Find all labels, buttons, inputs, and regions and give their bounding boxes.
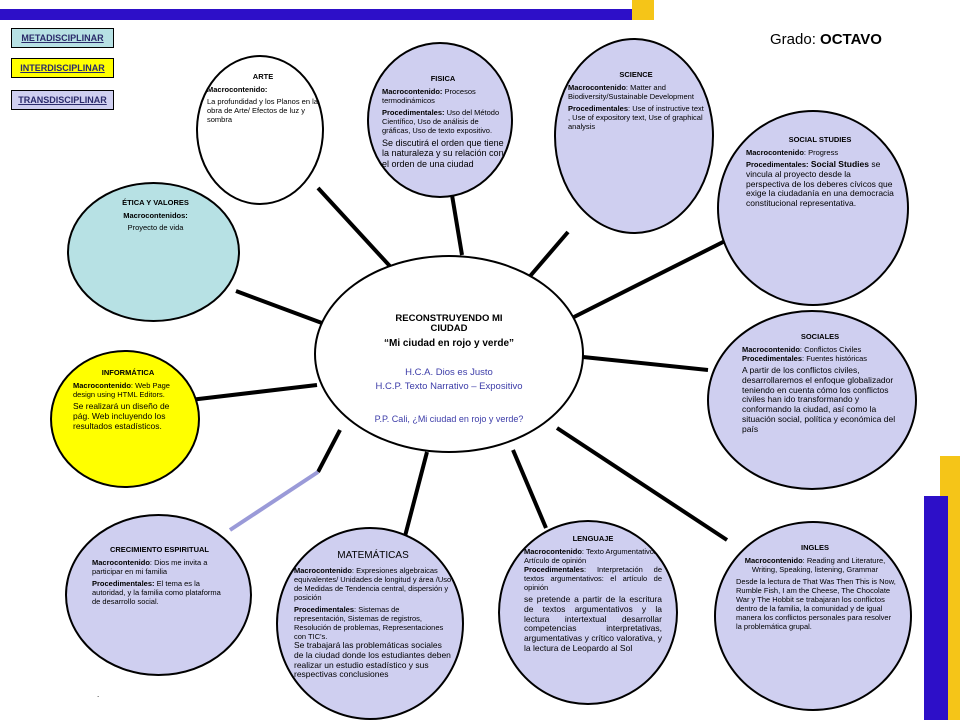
legend-transdisciplinar: TRANSDISCIPLINAR <box>11 90 114 110</box>
matematicas-macro: Macrocontenido: Expresiones algebraicas … <box>294 566 452 602</box>
footer-dot: . <box>97 690 100 699</box>
crecimiento-macro: Macrocontenido: Dios me invita a partici… <box>92 558 208 576</box>
right-blue-bar <box>924 496 948 720</box>
grade-label: Grado: OCTAVO <box>770 31 882 48</box>
social-studies-title: SOCIAL STUDIES <box>788 135 852 144</box>
lenguaje-macro: Macrocontenido: Texto Argumentativo/ Art… <box>524 547 656 565</box>
grade-label-text: Grado: <box>770 31 816 48</box>
science-title: SCIENCE <box>619 70 653 79</box>
node-ingles: INGLES Macrocontenido: Reading and Liter… <box>714 521 912 711</box>
center-hcp: H.C.P. Texto Narrativo – Expositivo <box>375 380 523 392</box>
link-fisica <box>450 194 464 256</box>
link-crecimiento-2 <box>228 470 320 532</box>
sociales-title: SOCIALES <box>800 332 840 341</box>
matematicas-title: MATEMÁTICAS <box>337 550 409 561</box>
ingles-macro: Macrocontenido: Reading and Literature, … <box>744 556 886 574</box>
social-studies-proc: Procedimentales: Social Studies se vincu… <box>746 159 894 209</box>
center-title-line1: RECONSTRUYENDO MI <box>395 313 503 324</box>
arte-title: ARTE <box>252 72 274 81</box>
node-sociales: SOCIALES Macrocontenido: Conflictos Civi… <box>707 310 917 490</box>
center-node: RECONSTRUYENDO MI CIUDAD “Mi ciudad en r… <box>314 255 584 453</box>
matematicas-proc: Procedimentales: Sistemas de representac… <box>294 605 444 641</box>
informatica-title: INFORMÁTICA <box>101 368 155 377</box>
fisica-title: FISICA <box>430 74 456 83</box>
link-etica <box>235 289 331 328</box>
node-informatica: INFORMÁTICA Macrocontenido: Web Page des… <box>50 350 200 488</box>
link-crecimiento-1 <box>316 429 342 473</box>
legend-interdisciplinar: INTERDISCIPLINAR <box>11 58 114 78</box>
lenguaje-proc: Procedimentales: Interpretación de texto… <box>524 565 662 592</box>
link-science <box>523 230 570 284</box>
top-gold-strip <box>0 0 632 9</box>
social-studies-macro: Macrocontenido: Progress <box>746 148 839 157</box>
node-social-studies: SOCIAL STUDIES Macrocontenido: Progress … <box>717 110 909 306</box>
top-blue-bar <box>0 9 632 20</box>
link-sociales <box>582 355 709 372</box>
crecimiento-proc: Procedimentales: El tema es la autoridad… <box>92 579 221 606</box>
sociales-proc: Procedimentales: Fuentes históricas <box>742 354 868 363</box>
ingles-title: INGLES <box>801 543 829 552</box>
etica-title: ÉTICA Y VALORES <box>122 198 189 207</box>
crecimiento-title: CRECIMIENTO ESPIRITUAL <box>109 545 210 554</box>
node-crecimiento: CRECIMIENTO ESPIRITUAL Macrocontenido: D… <box>65 514 252 676</box>
informatica-extra: Se realizará un diseño de pág. Web inclu… <box>73 401 170 431</box>
science-proc: Procedimentales: Use of instructive text… <box>568 104 704 131</box>
fisica-proc: Procedimentales: Uso del Método Científi… <box>382 108 500 135</box>
sociales-macro: Macrocontenido: Conflictos Civiles <box>742 345 862 354</box>
center-title-line2: CIUDAD <box>430 323 468 335</box>
node-science: SCIENCE Macrocontenido: Matter and Biodi… <box>554 38 714 234</box>
center-hca: H.C.A. Dios es Justo <box>405 366 493 378</box>
arte-macro-label: Macrocontenido: <box>207 85 268 94</box>
node-fisica: FISICA Macrocontenido: Procesos termodin… <box>367 42 513 198</box>
link-informatica <box>189 383 318 402</box>
fisica-dot: . <box>382 172 385 182</box>
ingles-proc: Desde la lectura de That Was Then This i… <box>736 577 896 631</box>
center-pp: P.P. Cali, ¿Mi ciudad en rojo y verde? <box>374 413 524 424</box>
legend-metadisciplinar: METADISCIPLINAR <box>11 28 114 48</box>
sociales-extra: A partir de los conflictos civiles, desa… <box>742 365 896 434</box>
link-social-studies <box>571 238 728 320</box>
science-macro: Macrocontenido: Matter and Biodiversity/… <box>568 83 694 101</box>
matematicas-extra: Se trabajará las problemáticas sociales … <box>294 640 451 680</box>
link-matematicas <box>402 451 429 541</box>
node-lenguaje: LENGUAJE Macrocontenido: Texto Argumenta… <box>498 520 678 705</box>
link-ingles <box>555 426 729 542</box>
center-subtitle: “Mi ciudad en rojo y verde” <box>383 337 515 349</box>
fisica-macro: Macrocontenido: Procesos termodinámicos <box>382 87 476 105</box>
informatica-macro: Macrocontenido: Web Page design using HT… <box>73 381 170 399</box>
grade-value: OCTAVO <box>820 31 882 48</box>
lenguaje-extra: se pretende a partir de la escritura de … <box>524 594 662 653</box>
link-lenguaje <box>511 449 548 529</box>
etica-macro-label: Macrocontenidos: <box>123 211 188 220</box>
etica-macro: Proyecto de vida <box>127 223 184 232</box>
node-etica: ÉTICA Y VALORES Macrocontenidos: Proyect… <box>67 182 240 322</box>
fisica-extra: Se discutirá el orden que tiene la natur… <box>382 138 504 169</box>
top-gold-bar <box>632 0 654 20</box>
node-arte: ARTE Macrocontenido: La profundidad y lo… <box>196 55 324 205</box>
node-matematicas: MATEMÁTICAS Macrocontenido: Expresiones … <box>276 527 464 720</box>
arte-macro: La profundidad y los Planos en la obra d… <box>207 97 318 124</box>
lenguaje-title: LENGUAJE <box>572 534 614 543</box>
center-title: RECONSTRUYENDO MI CIUDAD <box>316 313 582 335</box>
